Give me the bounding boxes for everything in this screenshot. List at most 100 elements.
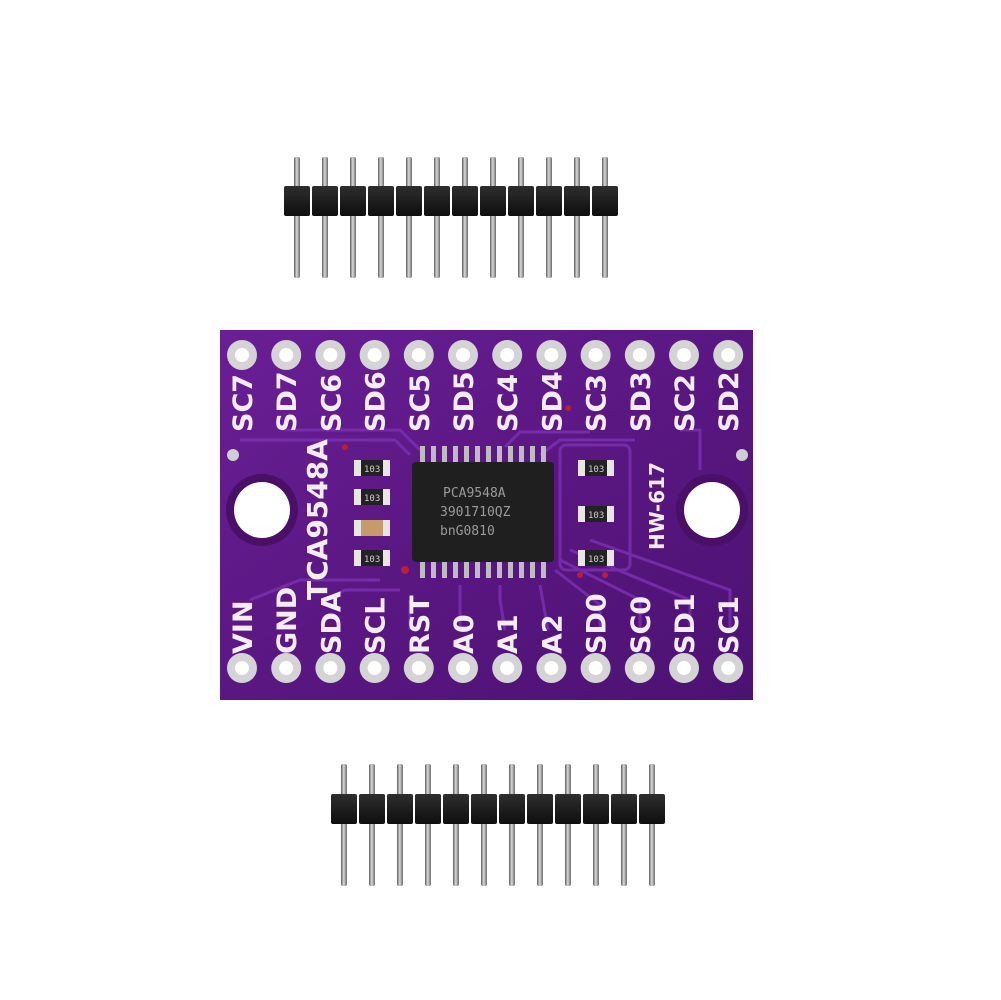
chip-lead — [475, 446, 480, 464]
resistor-code: 103 — [588, 555, 604, 565]
bottom-pin-label-a1: A1 — [493, 614, 524, 654]
chip-lead — [420, 560, 425, 578]
ic-chip: PCA9548A 3901710QZ bnG0810 — [412, 446, 554, 578]
chip-lead — [431, 560, 436, 578]
pin-header-bottom — [331, 764, 665, 886]
chip-lead — [442, 446, 447, 464]
bottom-pin-label-sd1: SD1 — [670, 593, 701, 654]
chip-lead — [508, 446, 513, 464]
header-top-pin-9 — [518, 157, 524, 278]
bottom-pin-label-gnd: GND — [272, 587, 303, 654]
header-top-pin-7 — [462, 157, 468, 278]
top-pad-8 — [536, 340, 567, 370]
bottom-pad-5 — [403, 653, 434, 683]
resistor-code: 103 — [364, 494, 380, 504]
resistor-code: 103 — [364, 465, 380, 475]
header-top-housing-8 — [480, 186, 506, 216]
top-pin-label-sc7: SC7 — [228, 374, 259, 432]
header-top-pin-10 — [546, 157, 552, 278]
bottom-pad-12 — [713, 653, 744, 683]
header-top-pin-12 — [602, 157, 608, 278]
smd-resistor — [578, 550, 614, 566]
top-pin-label-sd5: SD5 — [449, 371, 480, 432]
fiducial — [736, 449, 748, 461]
chip-lead — [497, 446, 502, 464]
smd-capacitor — [354, 520, 390, 536]
header-bottom-housing-10 — [583, 794, 609, 824]
bottom-pin-label-vin: VIN — [228, 600, 259, 654]
header-top-pin-8 — [490, 157, 496, 278]
header-bottom-pin-7 — [509, 764, 515, 886]
bottom-pin-label-sc1: SC1 — [714, 596, 745, 654]
fiducial — [227, 449, 239, 461]
chip-lead — [486, 560, 491, 578]
bottom-pad-8 — [536, 653, 567, 683]
top-pad-4 — [359, 340, 390, 370]
header-top-housing-6 — [424, 186, 450, 216]
header-bottom-housing-2 — [359, 794, 385, 824]
chip-lead — [442, 560, 447, 578]
top-pin-label-sc5: SC5 — [405, 374, 436, 432]
chip-pins-top — [420, 446, 546, 464]
header-top-housing-10 — [536, 186, 562, 216]
top-pad-9 — [580, 340, 611, 370]
header-top-pin-5 — [406, 157, 412, 278]
header-bottom-pin-1 — [341, 764, 347, 886]
vias — [342, 405, 608, 578]
header-bottom-housing-5 — [443, 794, 469, 824]
chip-pins-bottom — [420, 560, 546, 578]
top-pad-11 — [669, 340, 699, 370]
top-pin-label-sd3: SD3 — [626, 371, 657, 432]
chip-lead — [519, 446, 524, 464]
chip-lead — [530, 560, 535, 578]
header-bottom-pin-4 — [425, 764, 431, 886]
top-pin-label-sc3: SC3 — [582, 374, 613, 432]
top-pad-1 — [227, 340, 257, 370]
header-top-housing-1 — [284, 186, 310, 216]
mounting-hole-right — [676, 474, 748, 546]
header-bottom-pin-11 — [621, 764, 627, 886]
header-top-pin-11 — [574, 157, 580, 278]
header-top-housing-11 — [564, 186, 590, 216]
header-bottom-housing-3 — [387, 794, 413, 824]
bottom-pad-3 — [315, 653, 346, 683]
resistor-code: 103 — [588, 511, 604, 521]
chip-lead — [453, 560, 458, 578]
chip-marking-3: bnG0810 — [440, 524, 495, 539]
bottom-pad-7 — [492, 653, 523, 683]
bottom-pin-label-sd0: SD0 — [582, 593, 613, 654]
top-pad-2 — [271, 340, 302, 370]
chip-lead — [431, 446, 436, 464]
chip-lead — [497, 560, 502, 578]
header-bottom-housing-12 — [639, 794, 665, 824]
bottom-pin-label-sda: SDA — [316, 591, 347, 654]
top-pad-12 — [713, 340, 744, 370]
bottom-pin-label-a2: A2 — [537, 614, 568, 654]
chip-lead — [519, 560, 524, 578]
header-bottom-pin-8 — [537, 764, 543, 886]
chip-lead — [453, 446, 458, 464]
chip-body — [412, 462, 554, 562]
chip-lead — [464, 560, 469, 578]
header-bottom-pin-12 — [649, 764, 655, 886]
top-pin-label-sc2: SC2 — [670, 374, 701, 432]
bottom-pad-2 — [271, 653, 302, 683]
bottom-pin-label-rst: RST — [405, 595, 436, 654]
header-bottom-housing-9 — [555, 794, 581, 824]
top-pad-5 — [403, 340, 434, 370]
chip-marking-2: 3901710QZ — [440, 505, 511, 520]
header-top-pin-4 — [378, 157, 384, 278]
model-label: HW-617 — [645, 462, 669, 550]
pin-header-top — [284, 157, 618, 278]
chip-lead — [486, 446, 491, 464]
bottom-pad-9 — [580, 653, 611, 683]
chip-lead — [541, 446, 546, 464]
header-bottom-pin-5 — [453, 764, 459, 886]
smd-resistor — [578, 506, 614, 522]
top-pin-label-sc6: SC6 — [316, 374, 347, 432]
bottom-pad-1 — [227, 653, 257, 683]
smd-resistor — [354, 550, 390, 566]
